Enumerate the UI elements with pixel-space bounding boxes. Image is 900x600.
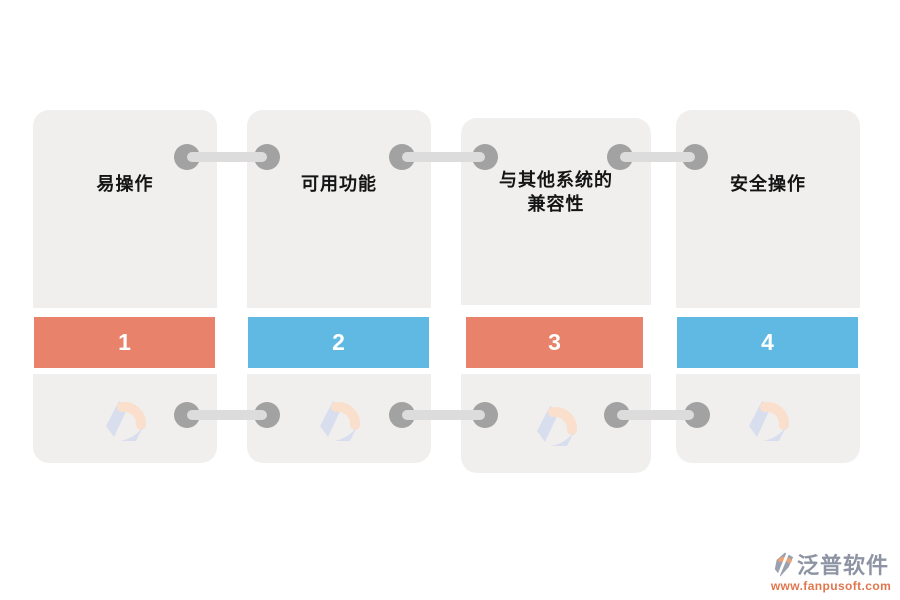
- connector-line: [187, 152, 267, 162]
- card-4-header: 安全操作: [676, 110, 860, 308]
- card-2-header: 可用功能: [247, 110, 431, 308]
- card-1-step-number: 1: [118, 329, 131, 355]
- card-4-step-bar: 4: [677, 317, 858, 368]
- brand-block: 泛普软件 www.fanpusoft.com: [769, 548, 893, 593]
- fanpu-logo-icon: [774, 552, 794, 576]
- card-3-title: 与其他系统的兼容性: [499, 170, 613, 215]
- connector-line: [617, 410, 694, 420]
- card-2-step-bar: 2: [248, 317, 429, 368]
- connector-line: [187, 410, 267, 420]
- card-4-step-number: 4: [761, 329, 774, 355]
- card-3-step-bar: 3: [466, 317, 643, 368]
- card-1-header: 易操作: [33, 110, 217, 308]
- fanpu-watermark-logo-icon: [106, 400, 146, 441]
- connector-line: [620, 152, 695, 162]
- connector-line: [402, 410, 485, 420]
- card-1-title: 易操作: [96, 174, 154, 194]
- connector-line: [402, 152, 485, 162]
- brand-name: 泛普软件: [796, 553, 889, 578]
- card-1-step-bar: 1: [34, 317, 215, 368]
- fanpu-watermark-logo-icon: [537, 405, 577, 446]
- fanpu-watermark-logo-icon: [320, 400, 360, 441]
- card-2-title: 可用功能: [301, 174, 377, 194]
- card-2-step-number: 2: [332, 329, 345, 355]
- card-step-1: 易操作 1: [33, 110, 217, 483]
- card-step-4: 安全操作 4: [676, 110, 860, 483]
- card-4-title: 安全操作: [730, 174, 806, 194]
- card-3-step-number: 3: [548, 329, 561, 355]
- brand-website: www.fanpusoft.com: [770, 579, 892, 593]
- fanpu-watermark-logo-icon: [749, 400, 789, 441]
